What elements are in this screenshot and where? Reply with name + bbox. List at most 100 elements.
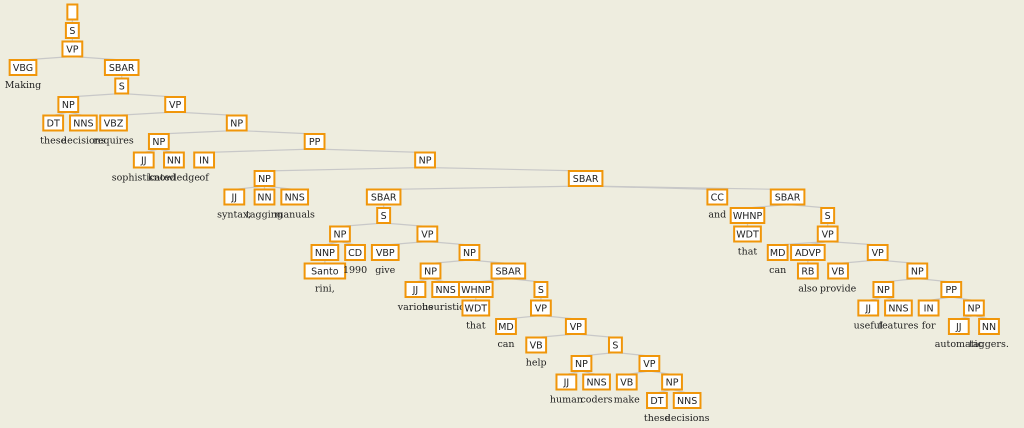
node-box <box>872 281 895 298</box>
node-label: DT <box>47 119 60 130</box>
node-label: VP <box>535 304 547 315</box>
node-label: JJ <box>955 322 962 333</box>
leaf-word: these <box>644 413 670 424</box>
tree-node: NP <box>147 133 170 150</box>
node-label: NP <box>334 230 347 241</box>
node-label: ADVP <box>795 248 821 259</box>
node-label: NP <box>911 267 924 278</box>
node-box <box>147 133 170 150</box>
node-box <box>303 133 326 150</box>
leaf-word: that <box>738 247 758 258</box>
leaf-word: make <box>614 395 640 406</box>
node-box <box>370 244 400 261</box>
node-box <box>530 299 552 317</box>
node-label: SBAR <box>573 174 599 185</box>
node-box <box>790 244 826 261</box>
node-box <box>419 262 442 280</box>
node-label: NP <box>463 248 476 259</box>
tree-node: WHNP <box>729 207 766 224</box>
tree-node: S <box>64 22 80 39</box>
node-box <box>564 318 587 335</box>
node-box <box>163 151 185 169</box>
node-label: S <box>381 211 387 222</box>
node-box <box>582 373 611 391</box>
node-box <box>820 207 836 224</box>
tree-node: NP <box>253 170 276 187</box>
node-label: SBAR <box>109 63 135 74</box>
tree-node: VP <box>564 318 587 335</box>
leaf-word: coders <box>580 395 612 406</box>
leaf-word: tagging <box>246 210 283 221</box>
node-box <box>857 299 880 317</box>
node-box <box>978 318 1000 335</box>
node-label: NNS <box>285 193 305 204</box>
node-box <box>225 114 248 132</box>
node-label: VB <box>530 341 543 352</box>
node-box <box>917 299 940 317</box>
leaf-word: 1990 <box>343 265 367 276</box>
node-label: S <box>119 82 125 93</box>
node-box <box>766 244 789 261</box>
node-box <box>495 318 517 335</box>
tree-edge <box>585 185 788 191</box>
node-label: JJ <box>412 285 419 296</box>
node-box <box>61 40 84 58</box>
node-label: PP <box>946 285 958 296</box>
tree-node: NP <box>963 299 985 317</box>
leaf-word: requires <box>93 136 134 147</box>
leaf-word: heuristics <box>422 302 469 313</box>
node-label: NP <box>666 378 679 389</box>
node-label: WDT <box>465 304 488 315</box>
leaf-word: features <box>879 321 919 332</box>
node-box <box>615 373 638 391</box>
tree-edges <box>22 19 990 394</box>
node-box <box>638 355 661 372</box>
leaf-word: Making <box>5 80 41 91</box>
node-label: IN <box>199 156 209 167</box>
leaf-word: syntax; <box>217 210 251 221</box>
node-label: VP <box>570 322 582 333</box>
tree-edge <box>204 148 315 154</box>
node-label: NP <box>575 359 588 370</box>
tree-node: SBAR <box>365 188 402 206</box>
tree-nodes: VBGMakingDTtheseNNSdecisionsNPVBZrequire… <box>5 3 1009 424</box>
leaf-word: can <box>497 339 514 350</box>
tree-node: VP <box>416 225 439 243</box>
node-box <box>458 281 494 298</box>
node-box <box>458 244 481 261</box>
node-box <box>963 299 985 317</box>
node-label: NP <box>62 100 75 111</box>
tree-node: VP <box>530 299 552 317</box>
node-label: MD <box>770 248 786 259</box>
node-label: RB <box>801 267 814 278</box>
node-box <box>796 262 819 280</box>
node-box <box>329 225 351 243</box>
node-label: NP <box>424 267 437 278</box>
node-label: CC <box>711 193 725 204</box>
tree-edge <box>158 129 237 135</box>
node-box <box>567 170 604 187</box>
tree-node: NP <box>57 96 80 113</box>
node-box <box>570 355 593 372</box>
node-box <box>525 336 548 354</box>
node-box <box>672 392 702 409</box>
tree-node: IN of <box>193 151 216 184</box>
node-box <box>376 207 392 224</box>
tree-node: S <box>607 336 623 354</box>
leaf-word: of <box>200 173 211 184</box>
node-box <box>866 244 889 261</box>
node-label: NNS <box>677 396 697 407</box>
node-box <box>906 262 929 280</box>
leaf-word: taggers. <box>969 339 1009 350</box>
